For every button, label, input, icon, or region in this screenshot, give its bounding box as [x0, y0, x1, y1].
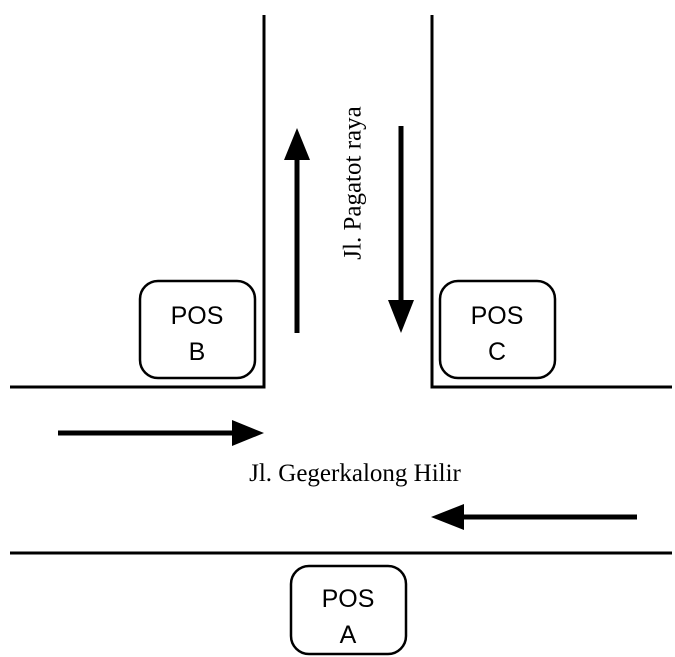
arrow-eastbound-icon [58, 420, 264, 446]
pos-c-label-top: POS [471, 302, 524, 330]
road-edge-upper-right [430, 15, 672, 389]
traffic-arrows [58, 126, 637, 530]
street-label-vertical: Jl. Pagatot raya [340, 106, 367, 259]
arrow-westbound-icon [431, 504, 637, 530]
pos-a-label-top: POS [322, 585, 375, 613]
road-boundaries [10, 15, 672, 555]
pos-b-label-bottom: B [189, 338, 206, 366]
pos-a-box [289, 564, 408, 656]
road-edge-upper-left [10, 15, 266, 389]
pos-b-label-top: POS [171, 302, 224, 330]
pos-c: POS C [438, 279, 557, 380]
pos-a-label-bottom: A [340, 621, 357, 649]
arrow-southbound-icon [388, 126, 414, 333]
pos-c-label-bottom: C [488, 338, 506, 366]
arrow-northbound-icon [284, 128, 310, 333]
pos-b: POS B [138, 279, 257, 380]
pos-b-box [138, 279, 257, 380]
pos-c-box [438, 279, 557, 380]
pos-a: POS A [289, 564, 408, 656]
street-label-horizontal: Jl. Gegerkalong Hilir [249, 460, 461, 487]
